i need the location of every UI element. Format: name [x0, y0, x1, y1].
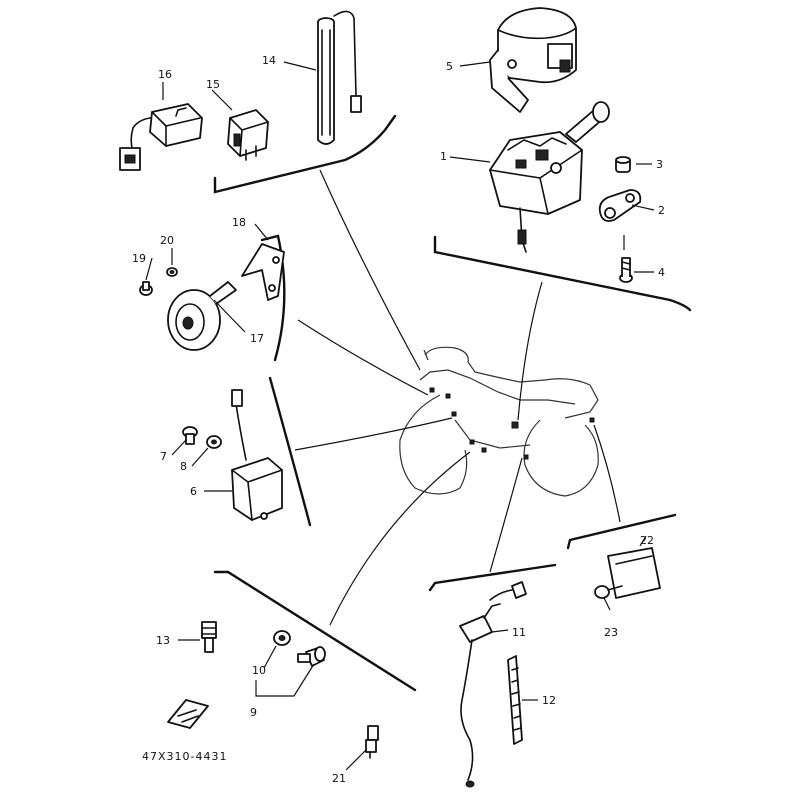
- callout-5: 5: [446, 60, 453, 73]
- part-22-plate: [607, 547, 661, 599]
- callout-21: 21: [332, 772, 346, 785]
- part-7-screw: [182, 426, 198, 445]
- callout-12: 12: [542, 694, 556, 707]
- callout-22: 22: [640, 534, 654, 547]
- callout-14: 14: [262, 54, 276, 67]
- callout-9: 9: [250, 706, 257, 719]
- callout-leaders: [145, 61, 655, 771]
- part-14-tube: [317, 10, 362, 145]
- label-plate-icon: [167, 699, 209, 729]
- part-1-regulator: [489, 101, 610, 253]
- part-21-sensor: [365, 725, 379, 759]
- callout-19: 19: [132, 252, 146, 265]
- part-4-bolt: [619, 257, 633, 283]
- part-18-horn-bracket: [241, 243, 285, 301]
- motorcycle-outline: [399, 346, 599, 497]
- callout-11: 11: [512, 626, 526, 639]
- callout-23: 23: [604, 626, 618, 639]
- callout-4: 4: [658, 266, 665, 279]
- drawing-code: 47X310-4431: [142, 750, 228, 763]
- group-brackets: [213, 114, 692, 692]
- part-23-bolt: [594, 585, 623, 599]
- callout-16: 16: [158, 68, 172, 81]
- part-16-relay: [119, 103, 203, 171]
- callout-6: 6: [190, 485, 197, 498]
- callout-10: 10: [252, 664, 266, 677]
- callout-15: 15: [206, 78, 220, 91]
- part-17-horn: [167, 281, 237, 351]
- part-3-collar: [615, 156, 631, 173]
- part-13-switch: [201, 621, 217, 653]
- callout-20: 20: [160, 234, 174, 247]
- callout-3: 3: [656, 158, 663, 171]
- callout-2: 2: [658, 204, 665, 217]
- part-8-washer: [206, 435, 222, 449]
- leader-lines: [294, 169, 621, 626]
- callout-1: 1: [440, 150, 447, 163]
- part-9-bolt: [297, 646, 326, 667]
- callout-7: 7: [160, 450, 167, 463]
- part-19-screw: [139, 281, 153, 296]
- part-5-ignition-coil: [489, 7, 577, 113]
- part-20-washer: [166, 267, 178, 277]
- part-10-washer: [273, 630, 291, 646]
- callout-numbers: 16 15 14 5 1 3 2 4 18 20 19 17 7 8 6 13 …: [132, 54, 665, 785]
- callout-18: 18: [232, 216, 246, 229]
- callout-17: 17: [250, 332, 264, 345]
- part-15-flasher-relay: [227, 109, 269, 161]
- part-11-switch-lead: [459, 581, 527, 788]
- part-12-strap: [507, 655, 523, 745]
- part-6-unit: [231, 389, 283, 521]
- part-2-plate: [598, 189, 642, 222]
- callout-13: 13: [156, 634, 170, 647]
- callout-8: 8: [180, 460, 187, 473]
